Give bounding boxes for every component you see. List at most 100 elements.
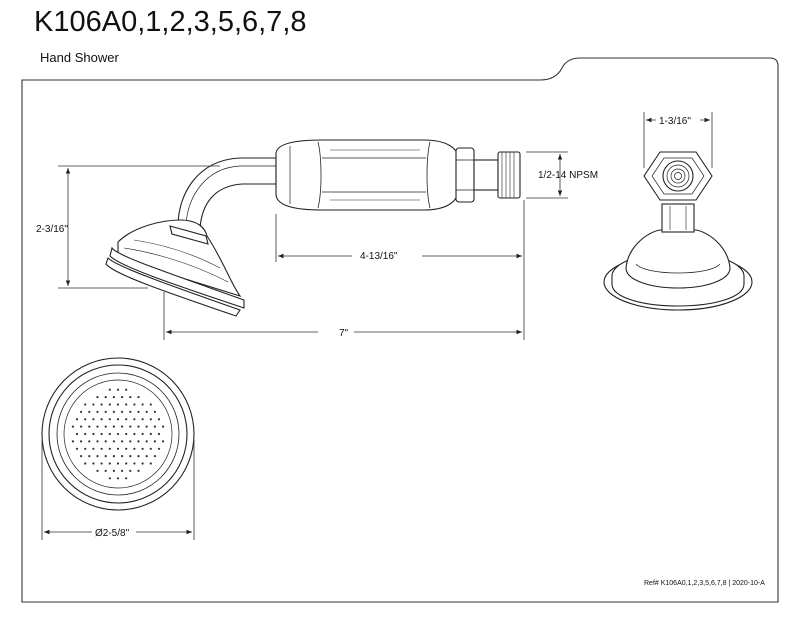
spray-hole — [88, 410, 91, 413]
spray-hole — [157, 432, 161, 436]
holder-end-view — [603, 151, 753, 311]
spray-hole — [133, 403, 136, 406]
spray-hole — [104, 455, 107, 458]
spray-hole — [96, 469, 99, 472]
spray-hole — [96, 440, 99, 443]
spray-hole — [108, 462, 111, 465]
spray-hole — [141, 418, 144, 421]
spray-hole — [129, 425, 132, 428]
spray-hole — [75, 418, 79, 421]
spray-hole — [88, 455, 91, 458]
spray-hole — [100, 403, 103, 406]
spray-hole — [71, 425, 74, 428]
spray-hole — [149, 462, 152, 465]
spray-hole — [108, 388, 111, 391]
spray-hole — [121, 396, 124, 399]
spray-hole — [108, 447, 111, 450]
spray-hole — [100, 418, 103, 421]
spray-holes — [71, 388, 165, 480]
spray-hole — [108, 418, 111, 421]
spray-hole — [108, 403, 111, 406]
spray-hole — [149, 447, 152, 450]
face-diameter-label: Ø2-5/8" — [95, 528, 130, 539]
spray-hole — [125, 447, 128, 450]
spray-hole — [100, 432, 103, 436]
spray-hole — [100, 447, 103, 450]
spray-hole — [125, 477, 128, 480]
spray-hole — [112, 396, 115, 399]
spray-hole — [137, 410, 140, 413]
spray-hole — [141, 403, 144, 406]
drawing-reference: Ref# K106A0,1,2,3,5,6,7,8 | 2020-10-A — [644, 580, 765, 587]
spray-hole — [96, 455, 99, 458]
spray-hole — [145, 425, 148, 428]
spray-hole — [153, 440, 156, 443]
spray-hole — [104, 425, 107, 428]
spray-hole — [145, 410, 148, 413]
spray-hole — [125, 388, 128, 391]
spray-hole — [141, 432, 144, 436]
spray-hole — [116, 447, 120, 450]
spray-hole — [100, 462, 103, 465]
spray-hole — [116, 388, 120, 391]
spray-hole — [133, 447, 136, 450]
spray-hole — [129, 469, 132, 472]
spray-hole — [112, 440, 115, 443]
spray-hole — [116, 462, 120, 465]
spray-hole — [112, 425, 115, 428]
spray-hole — [84, 432, 87, 436]
spray-hole — [125, 462, 128, 465]
spray-hole — [80, 440, 83, 443]
spray-hole — [141, 462, 144, 465]
spray-hole — [92, 462, 95, 465]
spray-hole — [84, 462, 87, 465]
spray-hole — [157, 418, 161, 421]
model-number-title: K106A0,1,2,3,5,6,7,8 — [34, 6, 307, 38]
overall-length-label: 7" — [339, 328, 349, 339]
spray-hole — [125, 403, 128, 406]
spray-hole — [108, 432, 111, 436]
product-subtitle: Hand Shower — [40, 50, 119, 65]
spray-hole — [116, 477, 120, 480]
spray-hole — [157, 447, 161, 450]
spray-hole — [162, 425, 165, 428]
spray-hole — [121, 469, 124, 472]
spray-hole — [149, 403, 152, 406]
spray-hole — [116, 418, 120, 421]
spray-hole — [137, 469, 140, 472]
spray-hole — [112, 469, 115, 472]
spray-hole — [137, 440, 140, 443]
spray-hole — [137, 425, 140, 428]
spray-hole — [129, 410, 132, 413]
spray-hole — [104, 410, 107, 413]
nut-width-label: 1-3/16" — [659, 116, 691, 127]
handle-length-label: 4-13/16" — [360, 251, 398, 262]
spray-hole — [92, 403, 95, 406]
spray-hole — [80, 455, 83, 458]
hand-shower-side-view — [105, 139, 521, 317]
head-height-label: 2-3/16" — [36, 224, 68, 235]
spray-hole — [149, 432, 152, 436]
drawing-frame — [21, 57, 779, 603]
spray-hole — [96, 396, 99, 399]
spray-hole — [96, 410, 99, 413]
spray-hole — [84, 403, 87, 406]
spray-hole — [121, 455, 124, 458]
spray-hole — [75, 432, 79, 436]
spray-hole — [145, 455, 148, 458]
spray-hole — [133, 432, 136, 436]
spray-hole — [84, 447, 87, 450]
spray-hole — [88, 425, 91, 428]
thread-label: 1/2-14 NPSM — [538, 170, 598, 181]
spray-hole — [104, 440, 107, 443]
spray-hole — [71, 440, 74, 443]
spray-hole — [108, 477, 111, 480]
spray-hole — [96, 425, 99, 428]
spray-hole — [75, 447, 79, 450]
spray-hole — [137, 396, 140, 399]
spray-hole — [116, 403, 120, 406]
spray-hole — [84, 418, 87, 421]
spray-hole — [129, 440, 132, 443]
spray-hole — [121, 440, 124, 443]
